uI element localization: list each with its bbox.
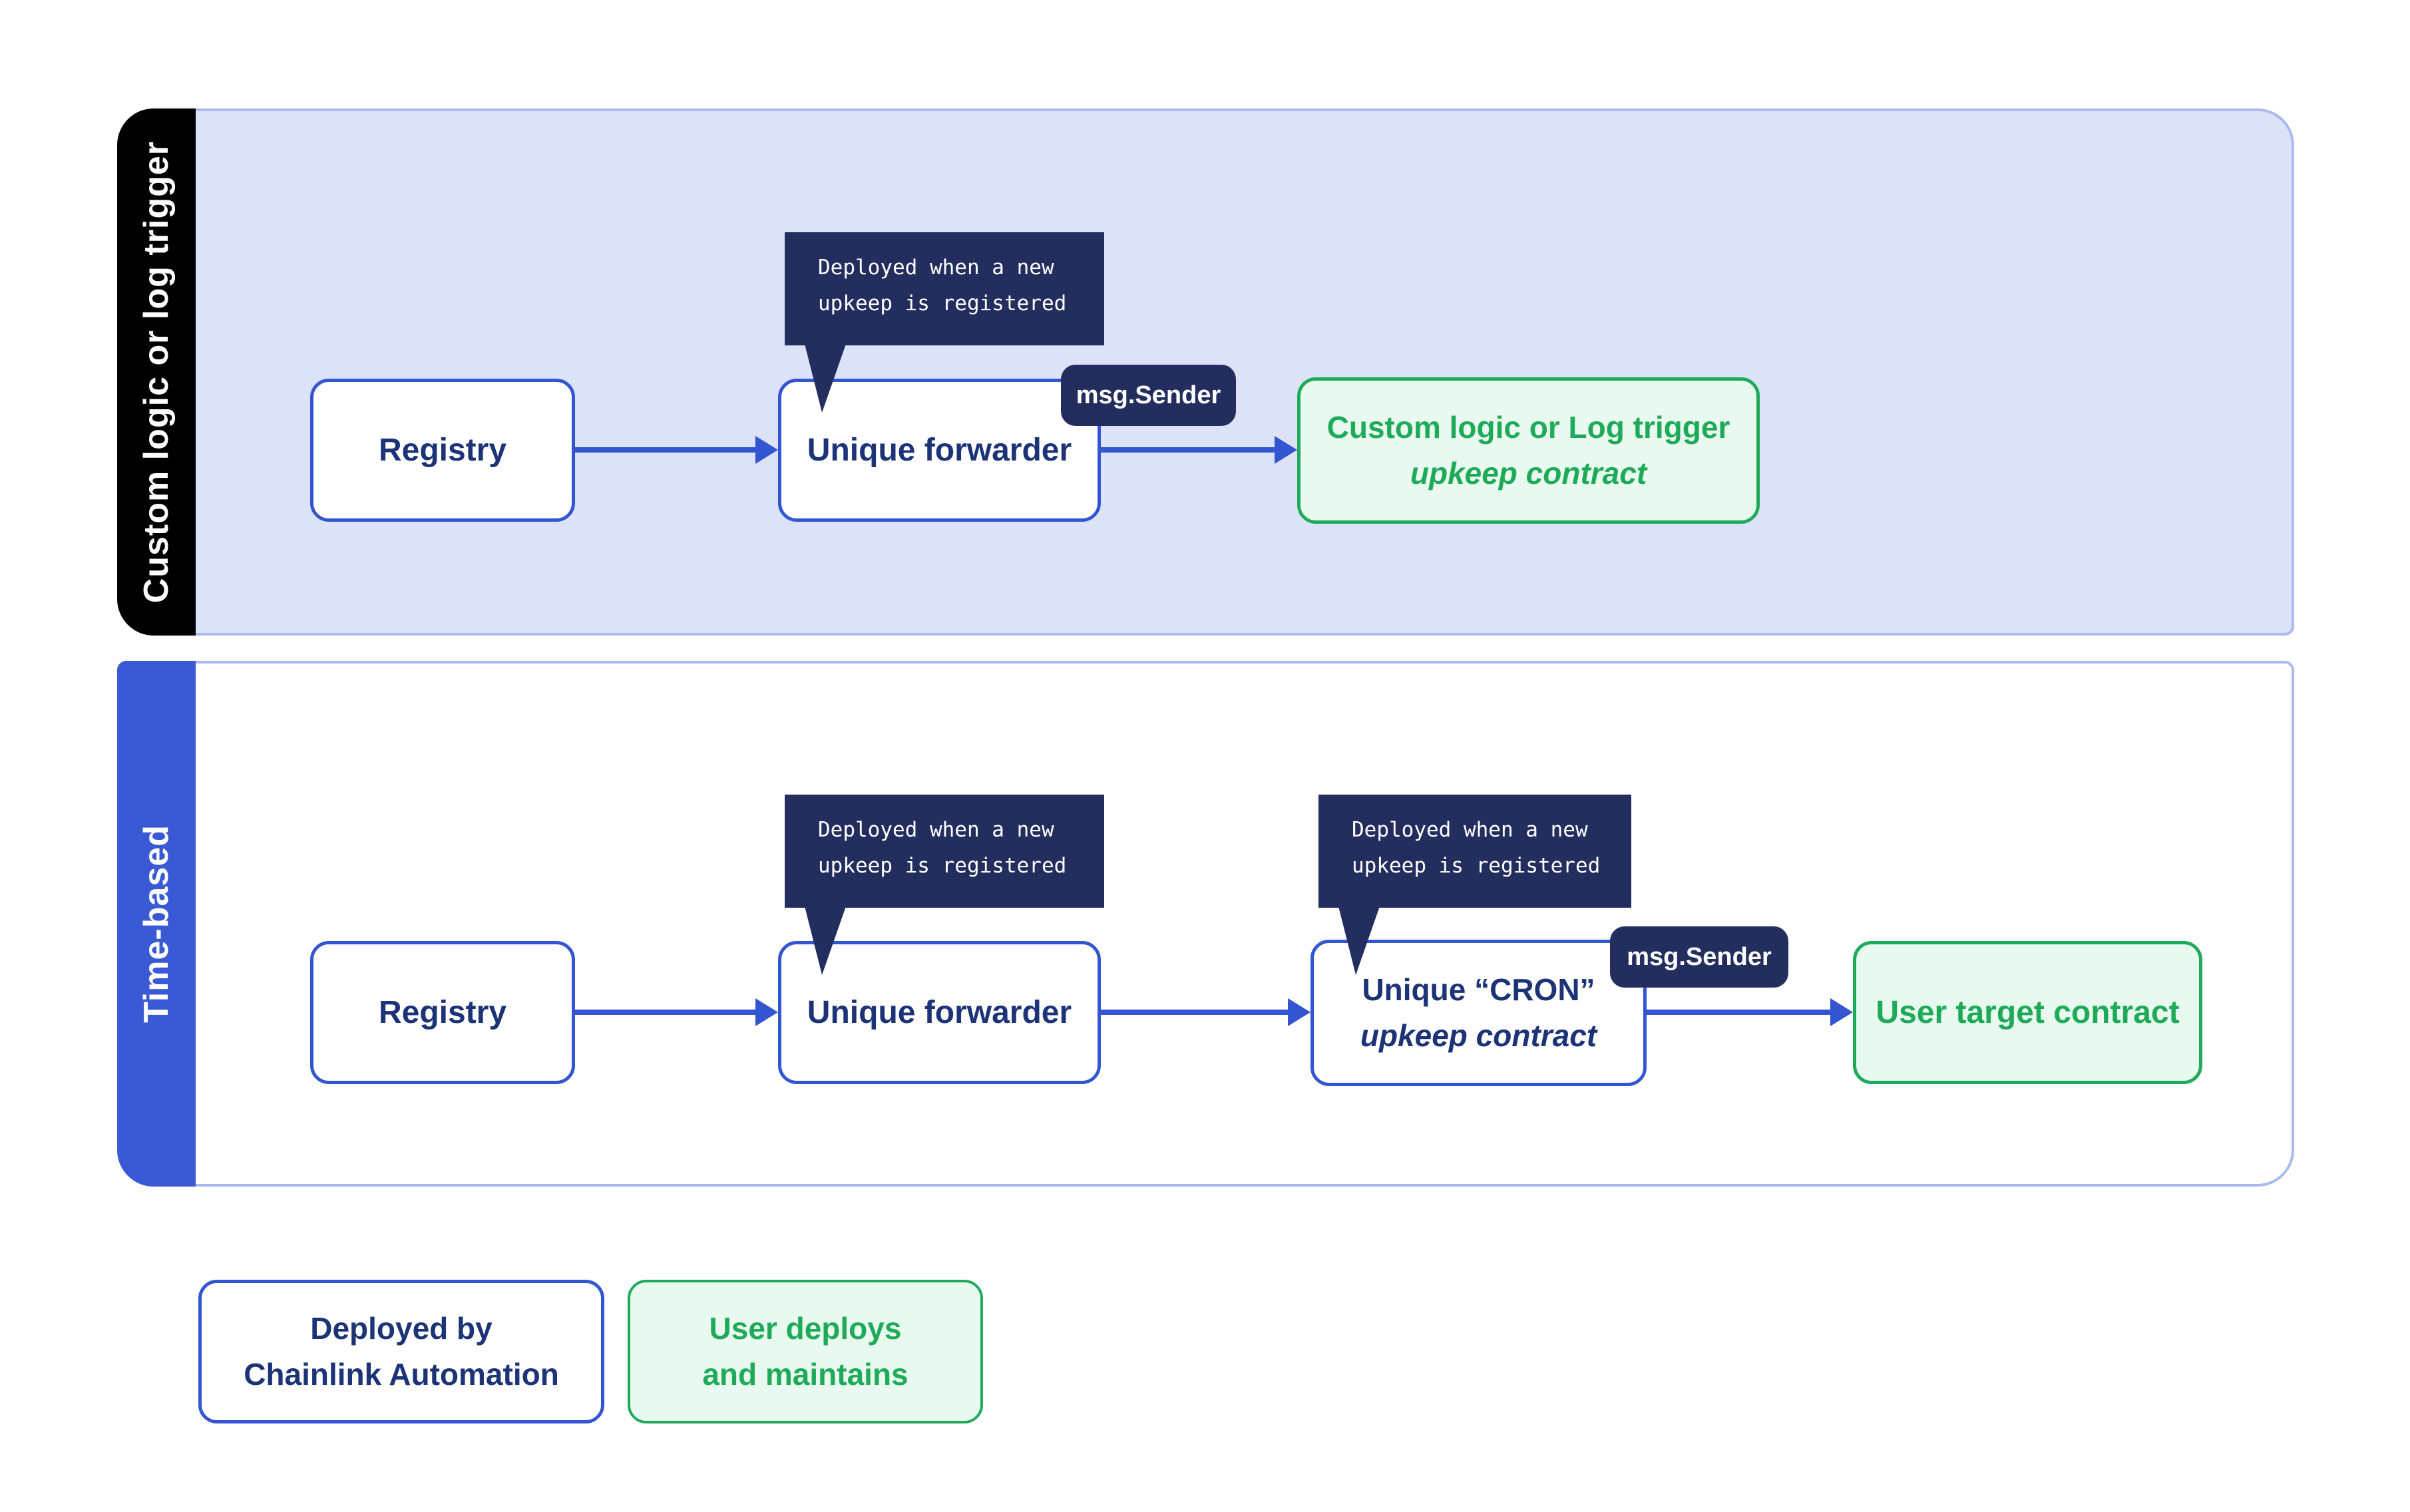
arrow-shaft	[1101, 1010, 1295, 1015]
node-registry-custom-label: Registry	[378, 433, 507, 468]
node-registry-time-label: Registry	[378, 995, 507, 1030]
node-forwarder-time: Unique forwarder	[778, 941, 1101, 1084]
tooltip-deployed-forwarder-time: Deployed when a new upkeep is registered	[785, 795, 1104, 975]
badge-msg-sender-custom: msg.Sender	[1061, 365, 1236, 426]
node-forwarder-custom: Unique forwarder	[778, 379, 1101, 522]
tooltip-line: Deployed when a new	[1352, 818, 1588, 842]
lane-time-based: Time-based Registry Deployed when a new …	[117, 661, 2294, 1187]
legend-user-line2: and maintains	[702, 1357, 908, 1392]
lane-time-based-label: Time-based	[137, 824, 176, 1024]
tooltip-line: upkeep is registered	[818, 854, 1067, 878]
legend-user-line1: User deploys	[709, 1311, 902, 1346]
node-upkeep-custom-line2: upkeep contract	[1410, 456, 1647, 490]
arrow-shaft	[575, 1010, 762, 1015]
node-cron-line2: upkeep contract	[1360, 1018, 1597, 1053]
tooltip-line: upkeep is registered	[818, 291, 1067, 316]
legend-user-deploys: User deploys and maintains	[628, 1280, 983, 1423]
arrowhead-icon	[1275, 436, 1297, 464]
arrow-shaft	[1647, 1010, 1837, 1015]
arrowhead-icon	[755, 436, 778, 464]
node-registry-time: Registry	[310, 941, 575, 1084]
tooltip-line: upkeep is registered	[1352, 854, 1601, 878]
legend-deployed-line2: Chainlink Automation	[244, 1357, 559, 1392]
arrow-shaft	[1101, 447, 1281, 453]
lane-custom-logic-tab: Custom logic or log trigger	[117, 108, 196, 636]
lane-custom-logic-label: Custom logic or log trigger	[137, 140, 176, 604]
lane-custom-logic: Custom logic or log trigger Registry Dep…	[117, 108, 2294, 636]
badge-msg-sender-time: msg.Sender	[1610, 926, 1788, 988]
node-user-target-contract: User target contract	[1853, 941, 2202, 1084]
arrow-shaft	[575, 447, 762, 453]
node-cron-upkeep-time: Unique “CRON” upkeep contract	[1310, 940, 1647, 1086]
node-upkeep-custom-line1: Custom logic or Log trigger	[1326, 410, 1730, 445]
node-upkeep-contract-custom: Custom logic or Log trigger upkeep contr…	[1297, 377, 1760, 524]
tooltip-deployed-cron-time: Deployed when a new upkeep is registered	[1318, 795, 1631, 975]
node-user-target-label: User target contract	[1876, 995, 2180, 1030]
node-cron-line1: Unique “CRON”	[1362, 972, 1595, 1007]
legend-deployed-line1: Deployed by	[310, 1311, 493, 1346]
tooltip-line: Deployed when a new	[818, 818, 1054, 842]
lane-time-based-tab: Time-based	[117, 661, 196, 1187]
arrowhead-icon	[1288, 998, 1310, 1026]
arrowhead-icon	[755, 998, 778, 1026]
node-forwarder-time-label: Unique forwarder	[807, 995, 1072, 1030]
node-registry-custom: Registry	[310, 379, 575, 522]
tooltip-line: Deployed when a new	[818, 256, 1054, 280]
tooltip-deployed-forwarder-custom: Deployed when a new upkeep is registered	[785, 232, 1104, 413]
arrowhead-icon	[1830, 998, 1853, 1026]
node-forwarder-custom-label: Unique forwarder	[807, 433, 1072, 468]
legend-deployed-by-chainlink: Deployed by Chainlink Automation	[198, 1280, 604, 1423]
